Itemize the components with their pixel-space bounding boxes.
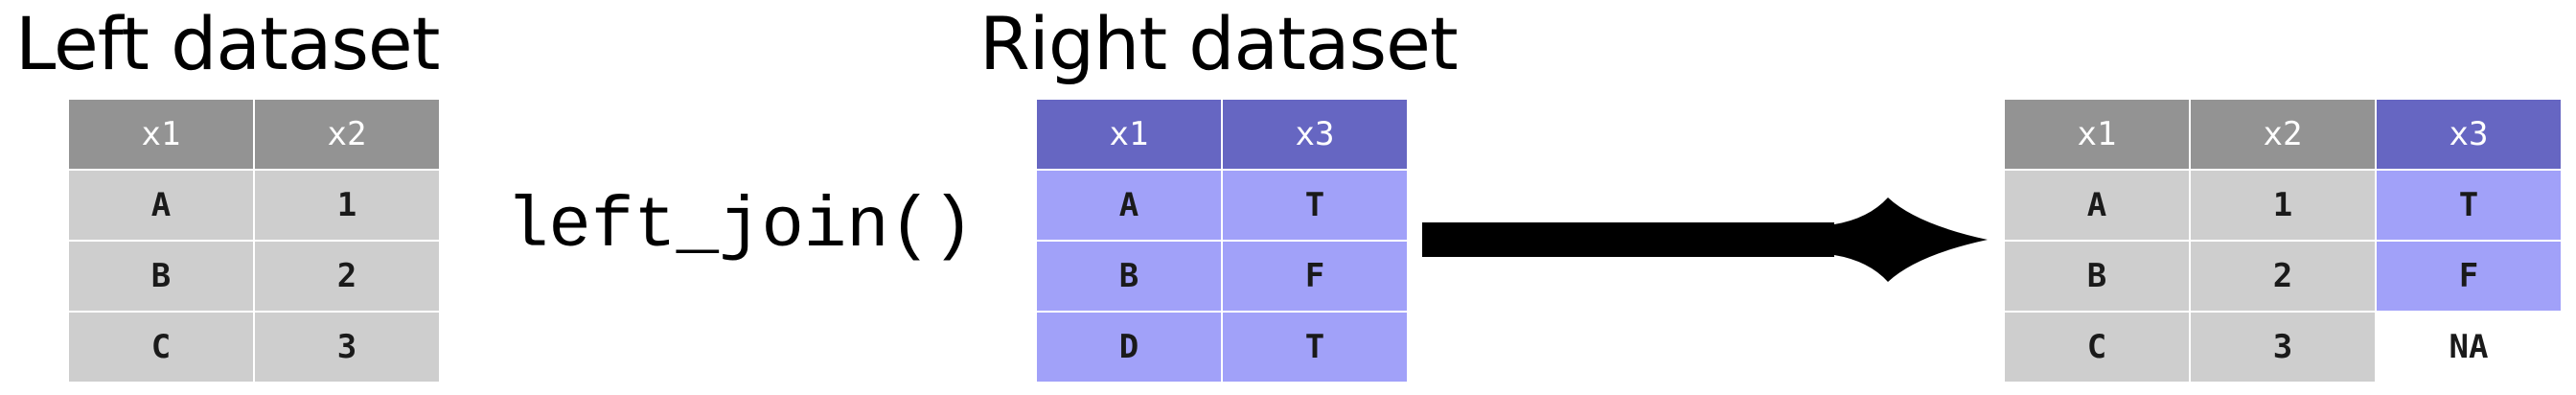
result-table-header-x3: x3 [2377,100,2561,169]
right-table-cell: B [1037,242,1221,311]
result-table-cell: 2 [2191,242,2375,311]
right-table-cell: T [1223,171,1407,240]
right-table: x1 x3 A T B F D T [1037,100,1407,382]
arrow-shape [1422,198,1988,282]
result-table-cell: F [2377,242,2561,311]
result-table-header-x2: x2 [2191,100,2375,169]
result-table-cell: C [2005,313,2189,382]
left-table-cell: C [69,313,253,382]
left-table-cell: B [69,242,253,311]
result-table-cell-missing: NA [2377,313,2561,382]
left-table-header-x1: x1 [69,100,253,169]
left-table: x1 x2 A 1 B 2 C 3 [69,100,439,382]
right-table-cell: F [1223,242,1407,311]
right-arrow-icon [1422,198,1988,282]
right-table-cell: D [1037,313,1221,382]
result-table-header-x1: x1 [2005,100,2189,169]
result-table-cell: T [2377,171,2561,240]
right-table-header-x1: x1 [1037,100,1221,169]
right-table-header-x3: x3 [1223,100,1407,169]
left-table-cell: A [69,171,253,240]
result-table-cell: B [2005,242,2189,311]
result-table-cell: 1 [2191,171,2375,240]
left-table-cell: 1 [255,171,439,240]
left-table-cell: 3 [255,313,439,382]
left-table-cell: 2 [255,242,439,311]
left-dataset-title: Left dataset [15,1,440,86]
right-table-cell: T [1223,313,1407,382]
right-dataset-title: Right dataset [979,1,1459,86]
left-table-header-x2: x2 [255,100,439,169]
result-table-cell: A [2005,171,2189,240]
function-label: left_join() [506,187,975,267]
result-table-cell: 3 [2191,313,2375,382]
right-table-cell: A [1037,171,1221,240]
result-table: x1 x2 x3 A 1 T B 2 F C 3 NA [2005,100,2561,382]
